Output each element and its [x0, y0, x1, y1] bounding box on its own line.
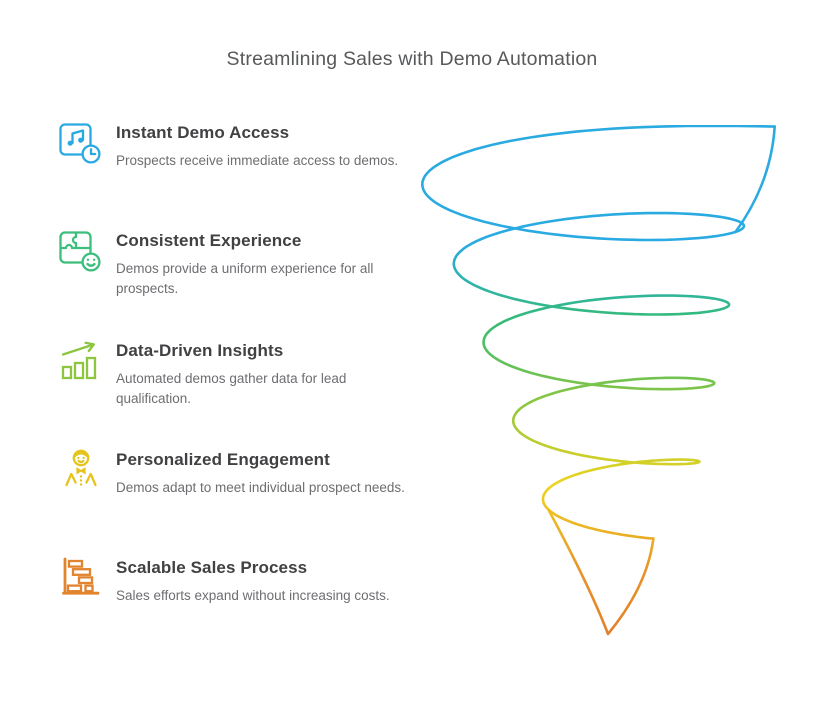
concierge-person-icon [58, 447, 104, 493]
item-title: Data-Driven Insights [116, 341, 284, 360]
puzzle-smiley-icon [58, 228, 104, 274]
item-title: Personalized Engagement [116, 450, 330, 469]
list-item-data-driven-insights: Data-Driven Insights Automated demos gat… [58, 338, 418, 408]
funnel-spiral [421, 124, 776, 636]
music-note-clock-icon [58, 120, 104, 166]
gantt-blocks-icon [58, 555, 104, 601]
item-title: Consistent Experience [116, 231, 302, 250]
item-title: Instant Demo Access [116, 123, 290, 142]
item-title: Scalable Sales Process [116, 558, 308, 577]
item-description: Automated demos gather data for lead qua… [116, 371, 347, 406]
item-description: Sales efforts expand without increasing … [116, 588, 390, 603]
funnel-graphic [405, 124, 805, 670]
item-description: Demos adapt to meet individual prospect … [116, 480, 405, 495]
item-description: Prospects receive immediate access to de… [116, 153, 399, 168]
list-item-instant-demo-access: Instant Demo Access Prospects receive im… [58, 120, 418, 171]
bar-chart-growth-icon [58, 338, 104, 384]
page-title: Streamlining Sales with Demo Automation [226, 48, 598, 70]
list-item-consistent-experience: Consistent Experience Demos provide a un… [58, 228, 418, 298]
list-item-personalized-engagement: Personalized Engagement Demos adapt to m… [58, 447, 418, 498]
item-description: Demos provide a uniform experience for a… [116, 261, 374, 296]
list-item-scalable-sales-process: Scalable Sales Process Sales efforts exp… [58, 555, 418, 606]
